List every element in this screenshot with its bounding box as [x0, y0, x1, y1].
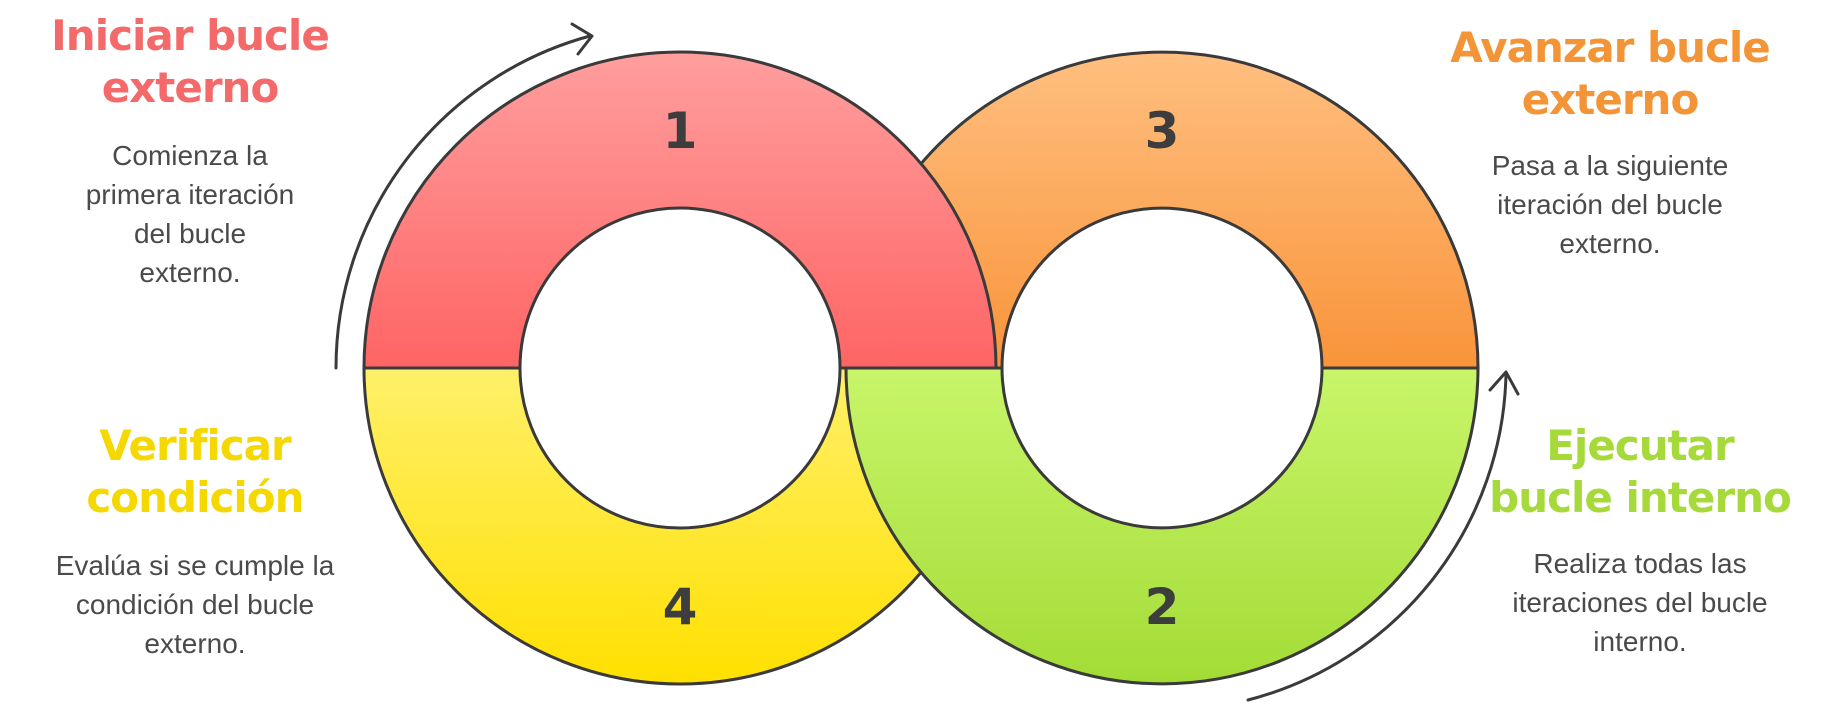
segment-ejecutar-bucle-interno: [844, 366, 1480, 686]
step-title-avanzar: Avanzar bucle externo: [1450, 23, 1771, 124]
step-desc-avanzar: Pasa a la siguiente iteración del bucle …: [1491, 150, 1729, 259]
step-title-verificar: Verificar condición: [86, 421, 304, 522]
step-title-iniciar: Iniciar bucle externo: [51, 11, 330, 112]
step-number-4: 4: [663, 578, 698, 636]
curved-arrow-icon: [1246, 370, 1520, 702]
step-desc-ejecutar: Realiza todas las iteraciones del bucle …: [1512, 548, 1768, 657]
step-title-ejecutar: Ejecutar bucle interno: [1489, 421, 1792, 522]
curved-arrow-icon: [334, 22, 594, 370]
step-desc-verificar: Evalúa si se cumple la condición del buc…: [55, 550, 335, 659]
step-desc-iniciar: Comienza la primera iteración del bucle …: [85, 140, 295, 288]
segment-iniciar-bucle-externo: [362, 50, 998, 370]
step-number-1: 1: [663, 102, 698, 160]
step-number-2: 2: [1145, 578, 1180, 636]
step-number-3: 3: [1145, 102, 1180, 160]
